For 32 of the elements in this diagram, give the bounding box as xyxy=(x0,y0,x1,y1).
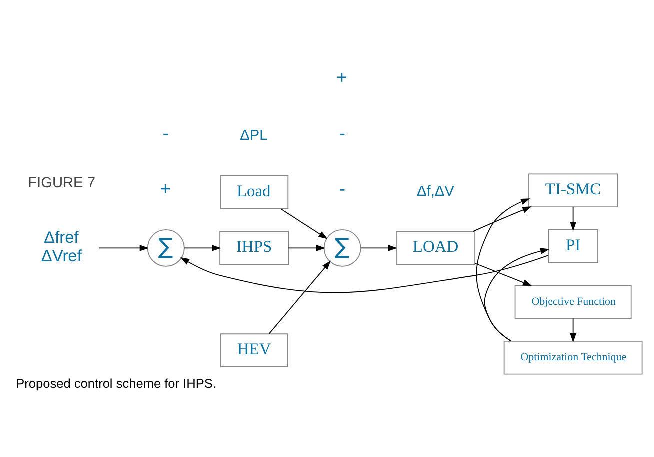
arrow xyxy=(474,262,532,286)
arrow xyxy=(472,206,532,232)
arrow xyxy=(360,244,398,251)
label: FIGURE 7 xyxy=(28,175,96,192)
node-circle: ∑ xyxy=(147,228,185,266)
label: - xyxy=(339,122,346,143)
label: - xyxy=(339,178,346,199)
node-box: Load xyxy=(220,175,289,209)
node-box: TI-SMC xyxy=(528,173,618,208)
node-box: Objective Function xyxy=(514,284,632,319)
node-box: PI xyxy=(548,228,598,263)
arrow xyxy=(570,206,577,231)
label: ΔPL xyxy=(240,128,268,144)
arrow xyxy=(180,254,549,293)
node-text: Δfref ΔVref xyxy=(41,228,82,265)
arrow xyxy=(288,244,326,251)
arrow xyxy=(269,260,331,334)
node-box: IHPS xyxy=(220,230,290,265)
arrow xyxy=(570,318,577,342)
label: - xyxy=(162,122,170,143)
node-box: LOAD xyxy=(396,230,476,265)
arrow xyxy=(476,198,530,342)
caption: Proposed control scheme for IHPS. xyxy=(16,376,216,391)
node-circle: ∑ xyxy=(324,228,362,266)
arrow xyxy=(280,208,328,239)
label: Δf,ΔV xyxy=(417,183,454,200)
node-box: HEV xyxy=(220,333,288,367)
arrow xyxy=(184,244,222,251)
label: + xyxy=(160,178,171,199)
label: + xyxy=(336,66,348,88)
arrow xyxy=(98,244,149,251)
node-box: Optimization Technique xyxy=(504,340,643,374)
